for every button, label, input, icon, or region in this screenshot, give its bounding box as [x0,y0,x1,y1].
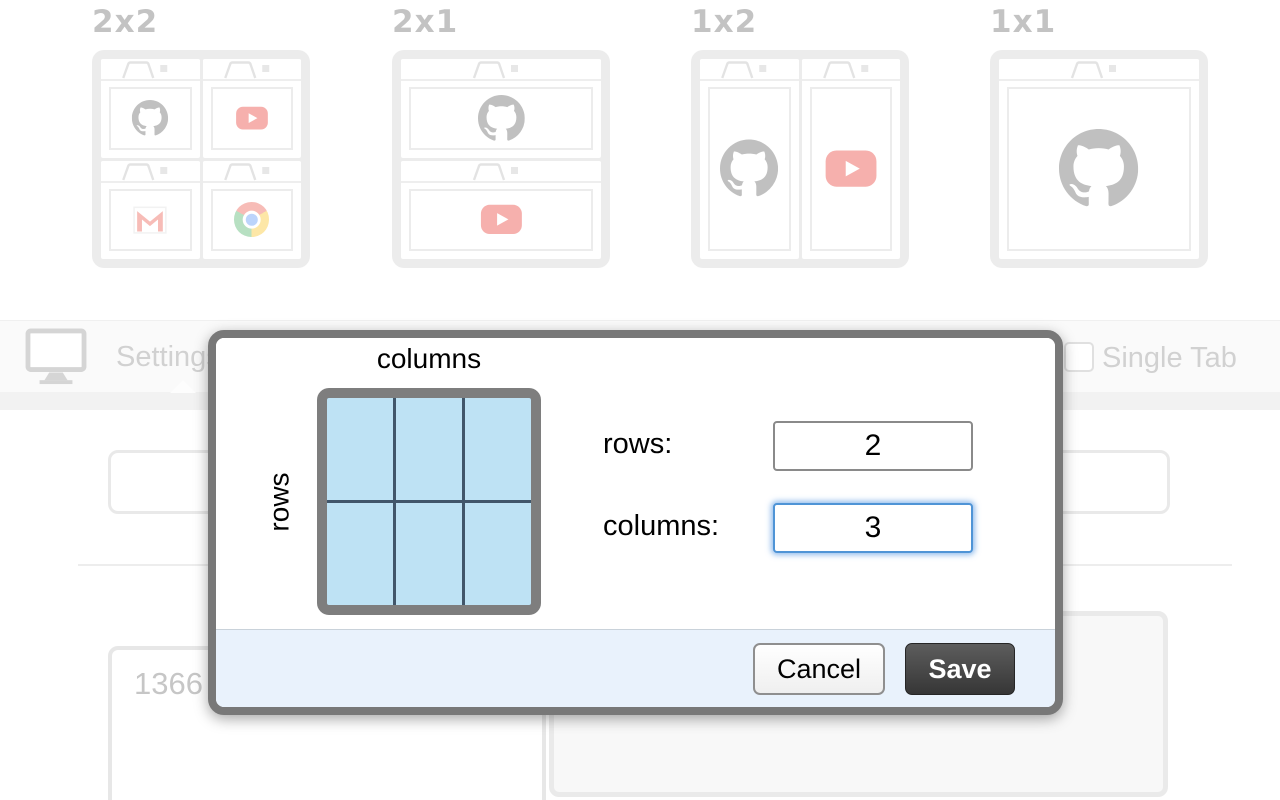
gmail-icon [128,202,172,238]
github-icon [720,119,778,218]
browser-tab-icon [801,59,900,81]
mini-window [801,59,900,259]
mini-window [202,59,301,158]
rows-axis-label: rows [264,471,295,532]
browser-tab-icon [401,59,601,81]
browser-tab-icon [401,160,601,183]
single-tab-label: Single Tab [1102,342,1237,374]
layout-option-1x1[interactable] [990,50,1208,268]
columns-axis-label: columns [376,343,482,374]
resolution-label: 1366 [134,666,203,701]
dialog-footer: Cancel Save [216,629,1055,707]
cancel-button[interactable]: Cancel [753,643,885,695]
github-icon [1059,119,1138,218]
grid-preview-cell [396,398,462,500]
mini-window [401,160,601,259]
mini-window [101,59,200,158]
chrome-icon [234,202,270,238]
mini-window [999,59,1199,259]
grid-preview-cell [396,503,462,605]
custom-layout-dialog: columns rows rows: columns: Cancel Save [208,330,1063,715]
settings-menu-item[interactable]: Settings [24,328,221,386]
grid-preview-cell [327,503,393,605]
layout-title-2x2: 2x2 [92,4,159,40]
layout-option-2x1[interactable] [392,50,610,268]
github-icon [451,95,552,142]
single-tab-checkbox[interactable] [1064,342,1094,372]
browser-tab-icon [202,59,301,81]
mini-window [202,160,301,259]
rows-input[interactable] [773,421,973,471]
columns-input[interactable] [773,503,973,553]
youtube-icon [451,196,552,243]
mini-window [101,160,200,259]
browser-tab-icon [700,59,799,81]
layout-title-1x2: 1x2 [691,4,758,40]
github-icon [128,100,172,136]
layout-title-2x1: 2x1 [392,4,459,40]
grid-preview-cell [465,398,531,500]
layout-option-2x2[interactable] [92,50,310,268]
dialog-body: columns rows rows: columns: [216,338,1055,629]
settings-label: Settings [116,340,221,373]
grid-preview-cell [327,398,393,500]
browser-tab-icon [202,160,301,183]
rows-field-label: rows: [603,428,673,460]
active-item-pointer [170,380,196,393]
browser-tab-icon [101,59,200,81]
youtube-icon [230,100,274,136]
monitor-icon [24,328,88,386]
save-button[interactable]: Save [905,643,1015,695]
grid-preview [317,388,541,615]
browser-tab-icon [999,59,1199,81]
layout-title-1x1: 1x1 [990,4,1057,40]
browser-tab-icon [101,160,200,183]
mini-window [700,59,799,259]
grid-preview-cell [465,503,531,605]
youtube-icon [822,119,880,218]
mini-window [401,59,601,158]
layout-option-1x2[interactable] [691,50,909,268]
columns-field-label: columns: [603,510,720,542]
